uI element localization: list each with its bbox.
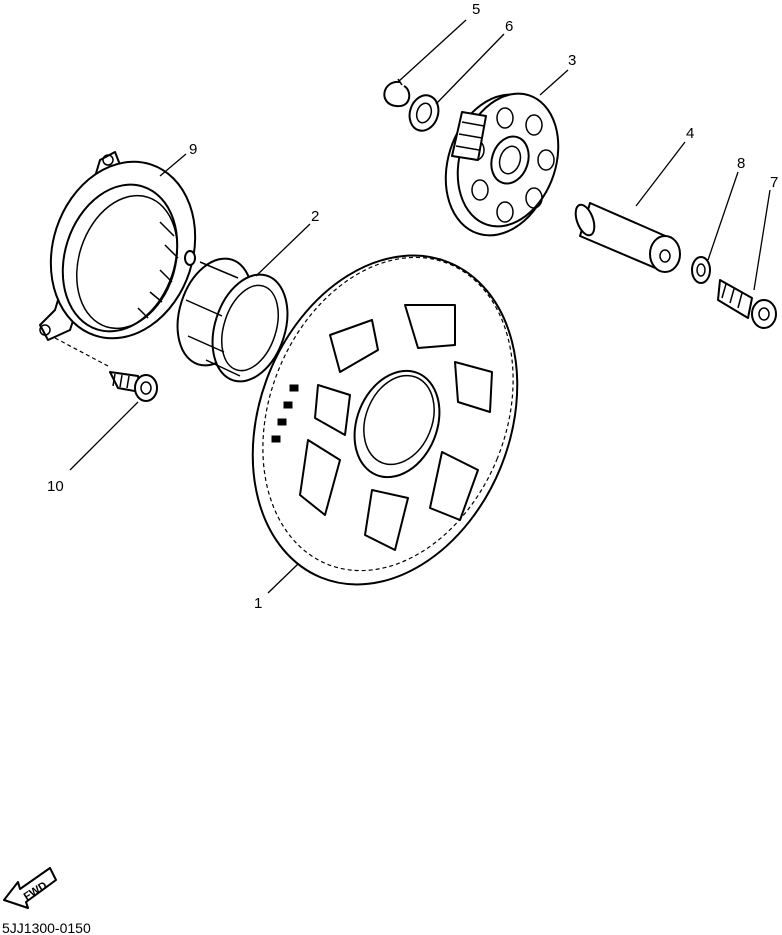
callout-4: 4 [686, 125, 694, 142]
fwd-arrow-icon: FWD [3, 867, 57, 909]
part-1-starter-gear [251, 254, 519, 586]
callout-6: 6 [505, 18, 513, 35]
callout-5: 5 [472, 1, 480, 18]
part-2-roller-cage [176, 257, 289, 383]
leader-lines [69, 19, 771, 594]
part-8-washer [691, 256, 711, 284]
callouts: 1 2 3 4 5 6 7 8 9 10 [47, 1, 778, 612]
callout-7: 7 [770, 174, 778, 191]
callout-8: 8 [737, 155, 745, 172]
part-4-shaft [574, 202, 681, 273]
callout-10: 10 [47, 478, 64, 495]
part-6-washer [408, 94, 440, 132]
part-5-circlip [383, 78, 411, 108]
part-10-bolt [54, 337, 158, 402]
part-3-idle-gear [444, 92, 560, 237]
callout-3: 3 [568, 52, 576, 69]
callout-2: 2 [311, 208, 319, 225]
callout-1: 1 [254, 595, 262, 612]
part-9-clutch-housing [39, 151, 197, 341]
drawing-code: 5JJ1300-0150 [2, 920, 91, 935]
part-7-bolt [717, 279, 777, 329]
callout-9: 9 [189, 141, 197, 158]
